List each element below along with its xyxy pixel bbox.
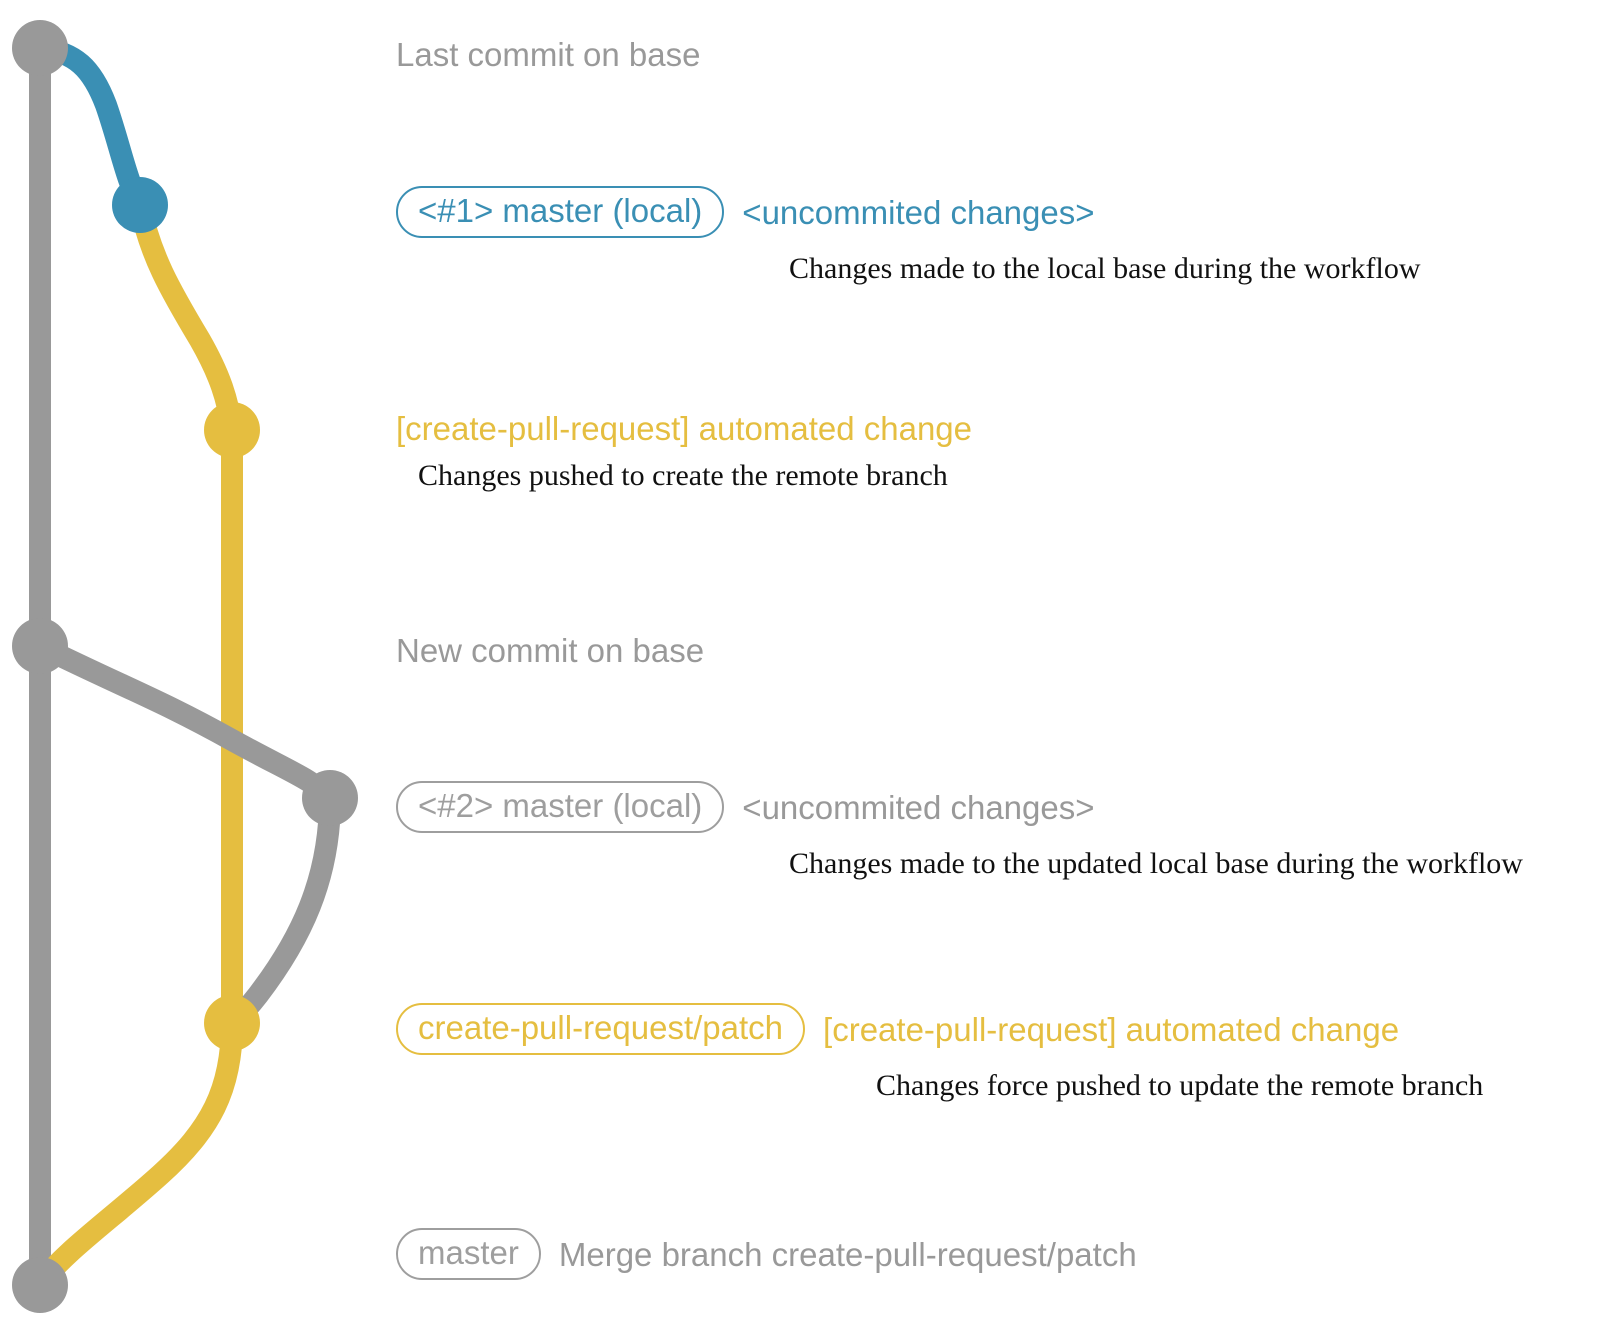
branch-badge-master-local-2[interactable]: <#2> master (local) (396, 781, 725, 833)
branch-badge-create-pull-request-patch[interactable]: create-pull-request/patch (396, 1003, 806, 1055)
row-main-master-local-2: <#2> master (local) <uncommited changes> (396, 781, 1523, 833)
branch-badge-master[interactable]: master (396, 1228, 541, 1280)
row-main-automated-change-1: [create-pull-request] automated change (396, 412, 972, 445)
row-automated-change-1: [create-pull-request] automated change C… (396, 412, 972, 493)
commit-message-master-local-1: <uncommited changes> (742, 193, 1095, 231)
row-master-local-2: <#2> master (local) <uncommited changes>… (396, 781, 1523, 881)
commit-node-merge[interactable] (12, 1257, 68, 1313)
commit-message-merge: Merge branch create-pull-request/patch (558, 1235, 1137, 1273)
commit-node-automated-change-2[interactable] (204, 995, 260, 1051)
row-main-merge-commit: master Merge branch create-pull-request/… (396, 1228, 1137, 1280)
description-automated-change-1: Changes pushed to create the remote bran… (418, 459, 948, 492)
commit-node-master-local-1[interactable] (112, 177, 168, 233)
commit-node-base-new[interactable] (12, 618, 68, 674)
branch-badge-master-local-1[interactable]: <#1> master (local) (396, 186, 725, 238)
commit-message-automated-change-1: [create-pull-request] automated change (396, 410, 973, 447)
commit-node-base-top[interactable] (12, 20, 68, 76)
description-automated-change-2: Changes force pushed to update the remot… (876, 1069, 1484, 1102)
label-last-commit-on-base: Last commit on base (396, 36, 701, 73)
row-master-local-1: <#1> master (local) <uncommited changes>… (396, 186, 1421, 286)
commit-message-automated-change-2: [create-pull-request] automated change (823, 1010, 1400, 1048)
description-master-local-2: Changes made to the updated local base d… (789, 847, 1523, 880)
row-main-master-local-1: <#1> master (local) <uncommited changes> (396, 186, 1421, 238)
row-main-automated-change-2: create-pull-request/patch [create-pull-r… (396, 1003, 1483, 1055)
branch-line-base-to-local2 (29, 635, 341, 809)
commit-node-automated-change-1[interactable] (204, 402, 260, 458)
row-automated-change-2: create-pull-request/patch [create-pull-r… (396, 1003, 1483, 1103)
branch-line-patch-to-merge (29, 1012, 243, 1296)
commit-message-master-local-2: <uncommited changes> (742, 788, 1095, 826)
commit-node-master-local-2[interactable] (302, 770, 358, 826)
label-new-commit-on-base: New commit on base (396, 632, 705, 669)
branch-line-local1-to-patch1 (129, 194, 243, 441)
description-master-local-1: Changes made to the local base during th… (789, 252, 1421, 285)
row-merge-commit: master Merge branch create-pull-request/… (396, 1228, 1137, 1280)
